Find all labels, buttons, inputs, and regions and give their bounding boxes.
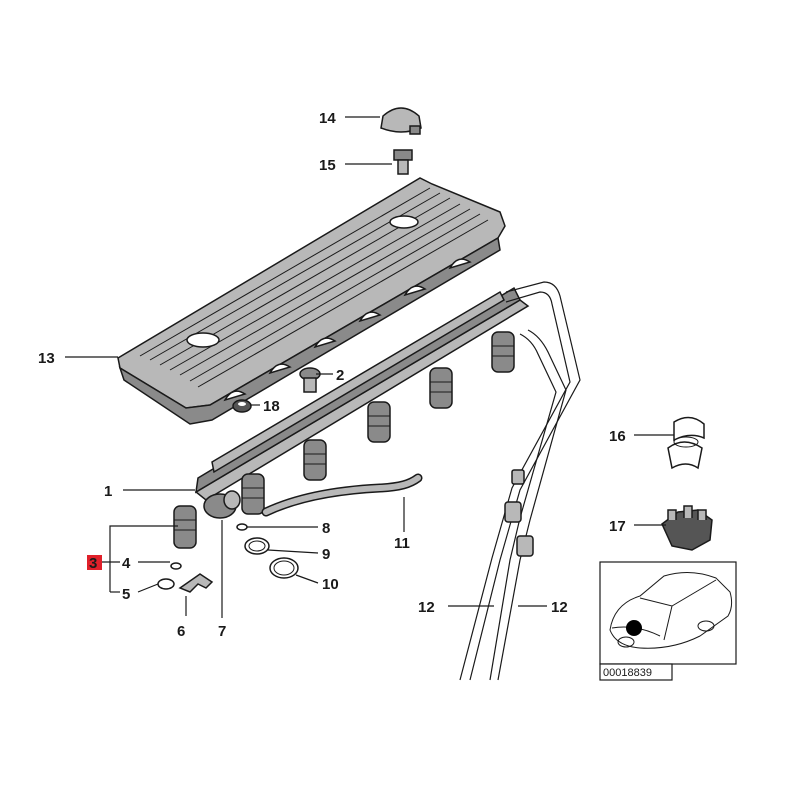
callout-12b[interactable]: 12	[551, 599, 568, 616]
engine-location-dot	[626, 620, 642, 636]
cover-bolt[interactable]	[393, 149, 413, 175]
fuel-injectors[interactable]	[173, 331, 515, 549]
o-ring[interactable]	[170, 562, 182, 570]
o-ring-medium[interactable]	[244, 537, 270, 555]
callout-2[interactable]: 2	[336, 367, 344, 384]
callout-6[interactable]: 6	[177, 623, 185, 640]
pipe-clip[interactable]	[667, 416, 705, 470]
bracket-bolt[interactable]	[299, 367, 321, 393]
callout-17[interactable]: 17	[609, 518, 626, 535]
vacuum-hose[interactable]	[261, 473, 423, 517]
vehicle-locator-inset: 00018839	[599, 561, 737, 681]
leader-lines	[65, 116, 674, 618]
callout-13[interactable]: 13	[38, 350, 55, 367]
pipe-holder[interactable]	[661, 505, 713, 551]
o-ring-large[interactable]	[269, 557, 299, 579]
callout-15[interactable]: 15	[319, 157, 336, 174]
retaining-clip[interactable]	[178, 573, 214, 593]
highlight-marker	[87, 555, 102, 570]
callout-9[interactable]: 9	[322, 546, 330, 563]
callout-4[interactable]: 4	[122, 555, 131, 572]
callout-8[interactable]: 8	[322, 520, 330, 537]
fuel-lines[interactable]	[459, 281, 581, 681]
callout-11[interactable]: 11	[394, 535, 410, 552]
fuel-rail[interactable]	[194, 286, 530, 501]
small-o-ring[interactable]	[236, 523, 248, 531]
cover-cap[interactable]	[380, 107, 422, 135]
callout-1[interactable]: 1	[104, 483, 112, 500]
pressure-regulator[interactable]	[203, 490, 241, 519]
inset-reference-number: 00018839	[603, 667, 652, 679]
callout-14[interactable]: 14	[319, 110, 336, 127]
callout-16[interactable]: 16	[609, 428, 626, 445]
rubber-grommet[interactable]	[232, 399, 252, 413]
callout-7[interactable]: 7	[218, 623, 226, 640]
callout-5[interactable]: 5	[122, 586, 130, 603]
callout-labels: 14 15 13 2 18 1 3 4 5 6 7 8 9 10 11 12 1…	[38, 110, 626, 640]
seal-ring[interactable]	[157, 578, 175, 590]
callout-10[interactable]: 10	[322, 576, 339, 593]
engine-cover[interactable]	[117, 177, 506, 425]
callout-12a[interactable]: 12	[418, 599, 435, 616]
callout-18[interactable]: 18	[263, 398, 280, 415]
callout-3[interactable]: 3	[89, 555, 97, 572]
